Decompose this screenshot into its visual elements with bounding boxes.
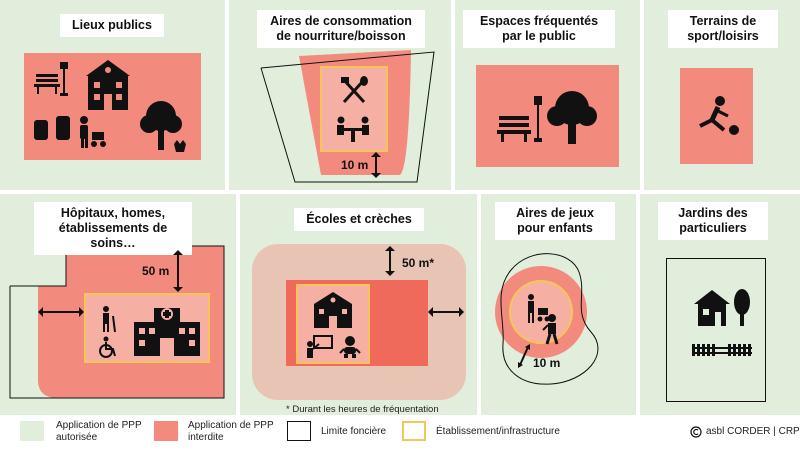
bench-icon (497, 116, 531, 142)
school-icon (314, 292, 352, 328)
table-icon (337, 116, 369, 142)
panel-hopitaux: Hôpitaux, homes, établissements de soins… (0, 194, 236, 415)
panel-espaces-frequentes: Espaces fréquentés par le public (455, 0, 640, 190)
fork-knife-icon (341, 76, 368, 104)
panel-jardins: Jardins des particuliers (640, 194, 800, 415)
distance-label: 10 m (341, 158, 369, 172)
panel-title: Hôpitaux, homes, établissements de soins… (34, 202, 192, 255)
panel-title: Aires de jeux pour enfants (495, 202, 615, 240)
wheelchair-icon (99, 336, 116, 358)
panel-title: Écoles et crèches (294, 208, 424, 231)
distance-arrow-vertical (173, 250, 183, 292)
panel-title: Terrains de sport/loisirs (668, 10, 778, 48)
fence-icon (692, 344, 752, 356)
distance-arrow-vertical (385, 246, 395, 276)
panel-title: Jardins des particuliers (658, 202, 768, 240)
panel-lieux-publics: Lieux publics (0, 0, 225, 190)
distance-label: 50 m (142, 264, 170, 278)
person-stroller-icon (80, 116, 106, 148)
panel-aires-consommation: Aires de consommation de nourriture/bois… (229, 0, 451, 190)
person-stroller-icon (528, 294, 550, 323)
property-boundary (666, 258, 766, 402)
credit: asbl CORDER | CRP (706, 426, 800, 437)
legend-label-establishment: Établissement/infrastructure (436, 426, 560, 437)
distance-arrow (371, 152, 381, 178)
flower-icon (174, 140, 186, 152)
panel-title: Lieux publics (60, 14, 164, 37)
tree-icon (547, 91, 597, 144)
copyright-icon (690, 426, 702, 438)
elderly-icon (103, 306, 116, 333)
football-player-icon (699, 96, 739, 135)
tree-icon (140, 101, 182, 150)
panel-terrains-sport: Terrains de sport/loisirs (644, 0, 800, 190)
panel-title: Aires de consommation de nourriture/bois… (257, 10, 425, 48)
legend-label-boundary: Limite foncière (321, 426, 387, 437)
distance-label: 10 m (533, 356, 561, 370)
legend-swatch-establishment (402, 421, 426, 441)
legend-swatch-forbidden (154, 421, 178, 441)
bin-icon (34, 116, 70, 140)
footnote: * Durant les heures de fréquentation (286, 404, 439, 415)
building-icon (86, 60, 130, 110)
distance-arrow (518, 344, 530, 368)
baby-icon (339, 336, 361, 358)
distance-arrow-horizontal (38, 307, 84, 317)
child-icon (542, 314, 559, 345)
bench-icon (34, 74, 60, 94)
legend: Application de PPP autorisée Application… (0, 415, 800, 454)
house-icon (694, 289, 750, 326)
teacher-icon (307, 335, 333, 358)
panel-aires-jeux: Aires de jeux pour enfants 10 m (481, 194, 636, 415)
legend-label-forbidden: Application de PPP interdite (188, 420, 274, 443)
distance-label: 50 m* (402, 256, 435, 270)
play-area-zones (495, 253, 599, 385)
lamp-icon (534, 96, 542, 142)
panel-title: Espaces fréquentés par le public (463, 10, 615, 48)
legend-label-allowed: Application de PPP autorisée (56, 420, 142, 443)
panel-ecoles: Écoles et crèches 50 m* (240, 194, 477, 415)
distance-arrow-horizontal (428, 307, 464, 317)
legend-swatch-boundary (287, 421, 311, 441)
legend-swatch-allowed (20, 421, 44, 441)
lamp-icon (60, 62, 68, 96)
hospital-icon (134, 308, 200, 356)
